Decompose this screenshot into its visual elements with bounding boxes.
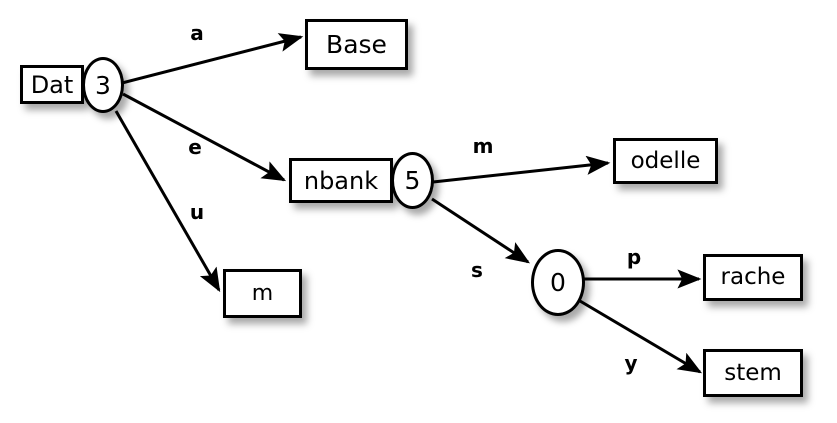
node-label: stem [724, 359, 782, 386]
node-0[interactable]: 0 [531, 249, 585, 316]
node-base[interactable]: Base [305, 19, 408, 70]
edge-y [579, 299, 703, 374]
node-nbank[interactable]: nbank [289, 158, 393, 203]
node-label: 3 [95, 70, 111, 100]
edge-label-s: s [471, 258, 483, 282]
node-label: 0 [550, 268, 566, 297]
node-label: nbank [303, 166, 379, 195]
node-label: odelle [630, 147, 701, 174]
edge-label-y: y [624, 351, 638, 375]
node-label: rache [720, 264, 786, 290]
edge-label-u: u [189, 200, 205, 224]
node-rache[interactable]: rache [703, 254, 803, 301]
node-odelle[interactable]: odelle [613, 138, 718, 184]
edge-u [114, 110, 221, 293]
node-m[interactable]: m [223, 269, 302, 318]
edge-s [431, 197, 531, 264]
edge-label-a: a [190, 21, 204, 45]
node-stem[interactable]: stem [703, 349, 803, 397]
edge-e [122, 92, 287, 182]
node-label: Base [326, 30, 387, 59]
node-5[interactable]: 5 [391, 152, 434, 209]
edge-a [121, 33, 304, 85]
edge-label-p: p [626, 245, 642, 269]
node-label: 5 [404, 166, 421, 195]
edge-m [432, 155, 611, 184]
node-3[interactable]: 3 [82, 57, 124, 113]
edge-label-m: m [472, 134, 494, 158]
node-label: Dat [30, 70, 74, 99]
node-label: m [251, 280, 274, 306]
edges-group [114, 33, 703, 374]
node-dat[interactable]: Dat [20, 65, 84, 104]
edge-label-e: e [188, 135, 202, 159]
